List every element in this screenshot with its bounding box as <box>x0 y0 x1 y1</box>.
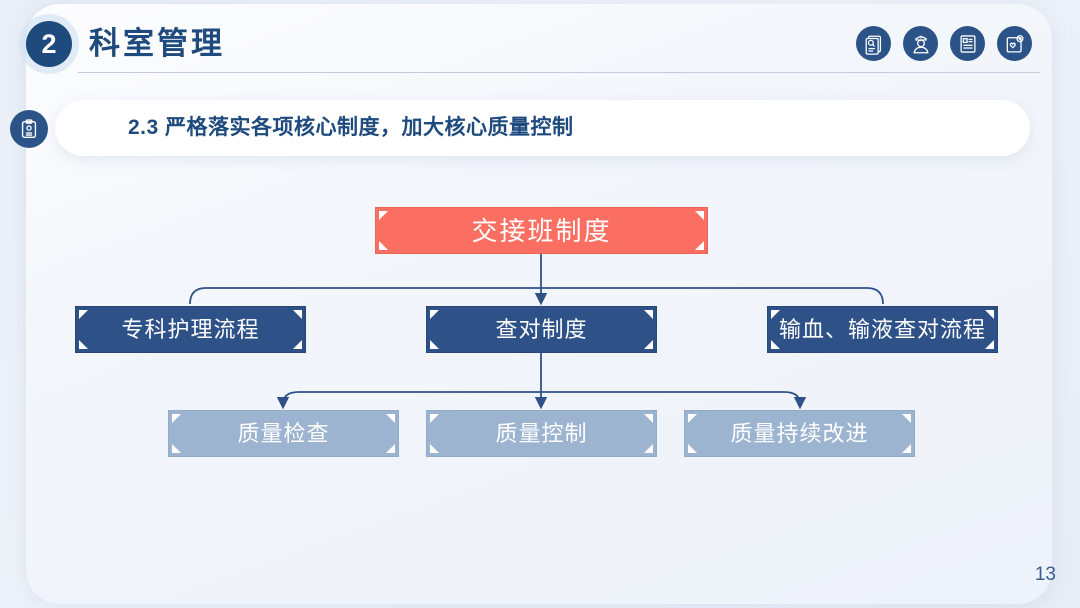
corner-tick-br <box>695 241 704 250</box>
corner-tick-br <box>293 340 302 349</box>
corner-tick-tr <box>985 310 994 319</box>
flow-node-leaf-3[interactable]: 质量持续改进 <box>684 410 915 457</box>
corner-tick-bl <box>688 444 697 453</box>
header-divider <box>78 72 1040 73</box>
subtitle-bar <box>55 100 1030 156</box>
flow-node-leaf-2[interactable]: 质量控制 <box>426 410 657 457</box>
checklist-clipboard-icon[interactable] <box>950 26 985 61</box>
corner-tick-tr <box>293 310 302 319</box>
corner-tick-tl <box>688 414 697 423</box>
flow-node-mid-1[interactable]: 专科护理流程 <box>75 306 306 353</box>
corner-tick-tl <box>430 414 439 423</box>
flow-node-label: 质量持续改进 <box>730 420 869 446</box>
corner-tick-tl <box>79 310 88 319</box>
corner-tick-tr <box>386 414 395 423</box>
corner-tick-br <box>386 444 395 453</box>
clipboard-icon <box>10 110 48 148</box>
page-title: 科室管理 <box>89 26 225 61</box>
corner-tick-bl <box>172 444 181 453</box>
flow-node-label: 交接班制度 <box>471 215 612 246</box>
flow-node-label: 查对制度 <box>495 316 588 342</box>
flow-node-mid-3[interactable]: 输血、输液查对流程 <box>767 306 998 353</box>
corner-tick-tr <box>644 414 653 423</box>
corner-tick-br <box>644 340 653 349</box>
flow-node-label: 输血、输液查对流程 <box>778 316 986 342</box>
flow-node-label: 质量控制 <box>495 420 588 446</box>
flow-node-label: 专科护理流程 <box>121 316 260 342</box>
corner-tick-bl <box>430 340 439 349</box>
document-search-icon[interactable] <box>856 26 891 61</box>
corner-tick-tl <box>379 211 388 220</box>
corner-tick-bl <box>79 340 88 349</box>
section-number-badge: 2 <box>26 21 72 67</box>
flow-node-mid-2[interactable]: 查对制度 <box>426 306 657 353</box>
header-icon-group <box>856 26 1032 61</box>
corner-tick-tr <box>695 211 704 220</box>
corner-tick-tl <box>771 310 780 319</box>
corner-tick-bl <box>771 340 780 349</box>
corner-tick-br <box>644 444 653 453</box>
corner-tick-br <box>985 340 994 349</box>
flow-node-leaf-1[interactable]: 质量检查 <box>168 410 399 457</box>
corner-tick-bl <box>379 241 388 250</box>
corner-tick-br <box>902 444 911 453</box>
medical-report-heart-icon[interactable] <box>997 26 1032 61</box>
corner-tick-tr <box>902 414 911 423</box>
nurse-person-icon[interactable] <box>903 26 938 61</box>
flow-node-label: 质量检查 <box>237 420 330 446</box>
corner-tick-tr <box>644 310 653 319</box>
flow-node-root[interactable]: 交接班制度 <box>375 207 708 254</box>
corner-tick-tl <box>430 310 439 319</box>
page-number: 13 <box>1034 564 1056 585</box>
subtitle-text: 2.3 严格落实各项核心制度，加大核心质量控制 <box>128 116 574 139</box>
corner-tick-tl <box>172 414 181 423</box>
corner-tick-bl <box>430 444 439 453</box>
slide-header: 2 科室管理 <box>0 0 1080 92</box>
